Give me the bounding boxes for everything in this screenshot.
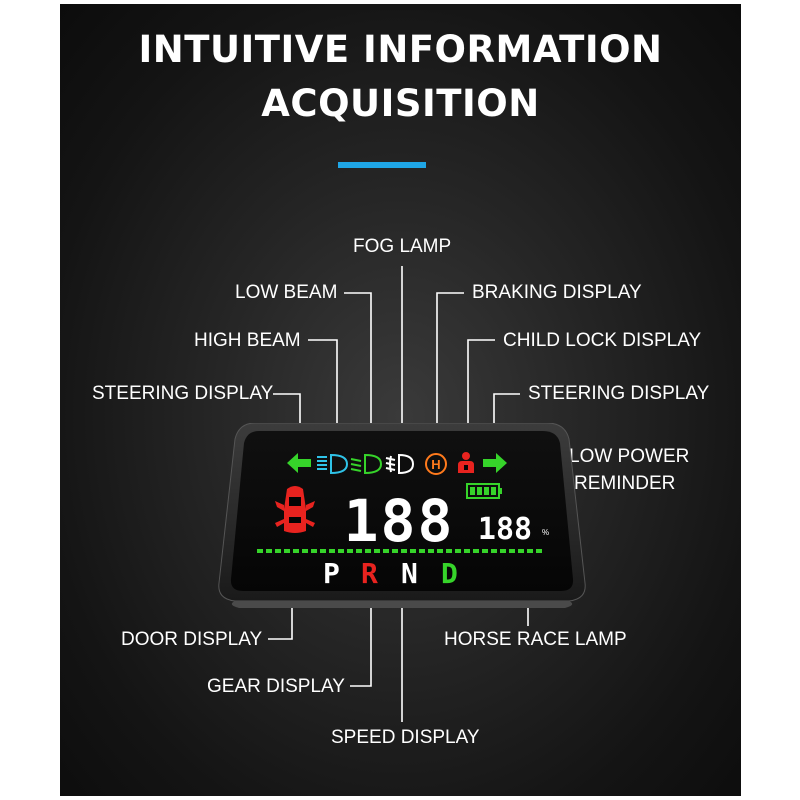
fog-lamp-icon <box>385 453 415 475</box>
high-beam-icon <box>317 453 349 475</box>
brake-icon: H <box>425 453 447 475</box>
accent-bar <box>338 162 426 168</box>
arrow-right-icon <box>483 453 507 473</box>
gear-r: R <box>361 557 378 590</box>
label-horse-race-lamp: HORSE RACE LAMP <box>444 629 627 650</box>
percent-sign: % <box>542 528 549 537</box>
gear-d: D <box>441 557 458 590</box>
brake-letter: H <box>431 457 440 472</box>
label-fog-lamp: FOG LAMP <box>353 236 452 257</box>
label-door-display: DOOR DISPLAY <box>121 629 263 650</box>
battery-icon <box>466 483 502 499</box>
low-beam-icon <box>350 453 383 475</box>
car-door-icon <box>275 486 315 533</box>
dark-background-panel <box>60 4 741 796</box>
headline-line-2: ACQUISITION <box>261 82 540 125</box>
label-low-power-line-1: LOW POWER <box>569 446 690 467</box>
label-high-beam: HIGH BEAM <box>194 330 301 351</box>
gear-p: P <box>323 557 340 590</box>
secondary-digits: 188 <box>478 512 532 547</box>
label-steering-display-left: STEERING DISPLAY <box>92 383 274 404</box>
headline-line-1: INTUITIVE INFORMATION <box>138 28 663 71</box>
hud-device: H 188 188 % P R N D <box>218 423 586 608</box>
label-gear-display: GEAR DISPLAY <box>207 676 345 697</box>
child-lock-icon <box>458 452 474 473</box>
label-speed-display: SPEED DISPLAY <box>331 727 480 748</box>
gear-n: N <box>401 557 418 590</box>
label-low-beam: LOW BEAM <box>235 282 338 303</box>
speed-digits: 188 <box>344 487 455 555</box>
label-braking-display: BRAKING DISPLAY <box>472 282 642 303</box>
arrow-left-icon <box>287 453 311 473</box>
label-low-power-line-2: REMINDER <box>574 473 676 494</box>
label-steering-display-right: STEERING DISPLAY <box>528 383 710 404</box>
label-child-lock-display: CHILD LOCK DISPLAY <box>503 330 702 351</box>
